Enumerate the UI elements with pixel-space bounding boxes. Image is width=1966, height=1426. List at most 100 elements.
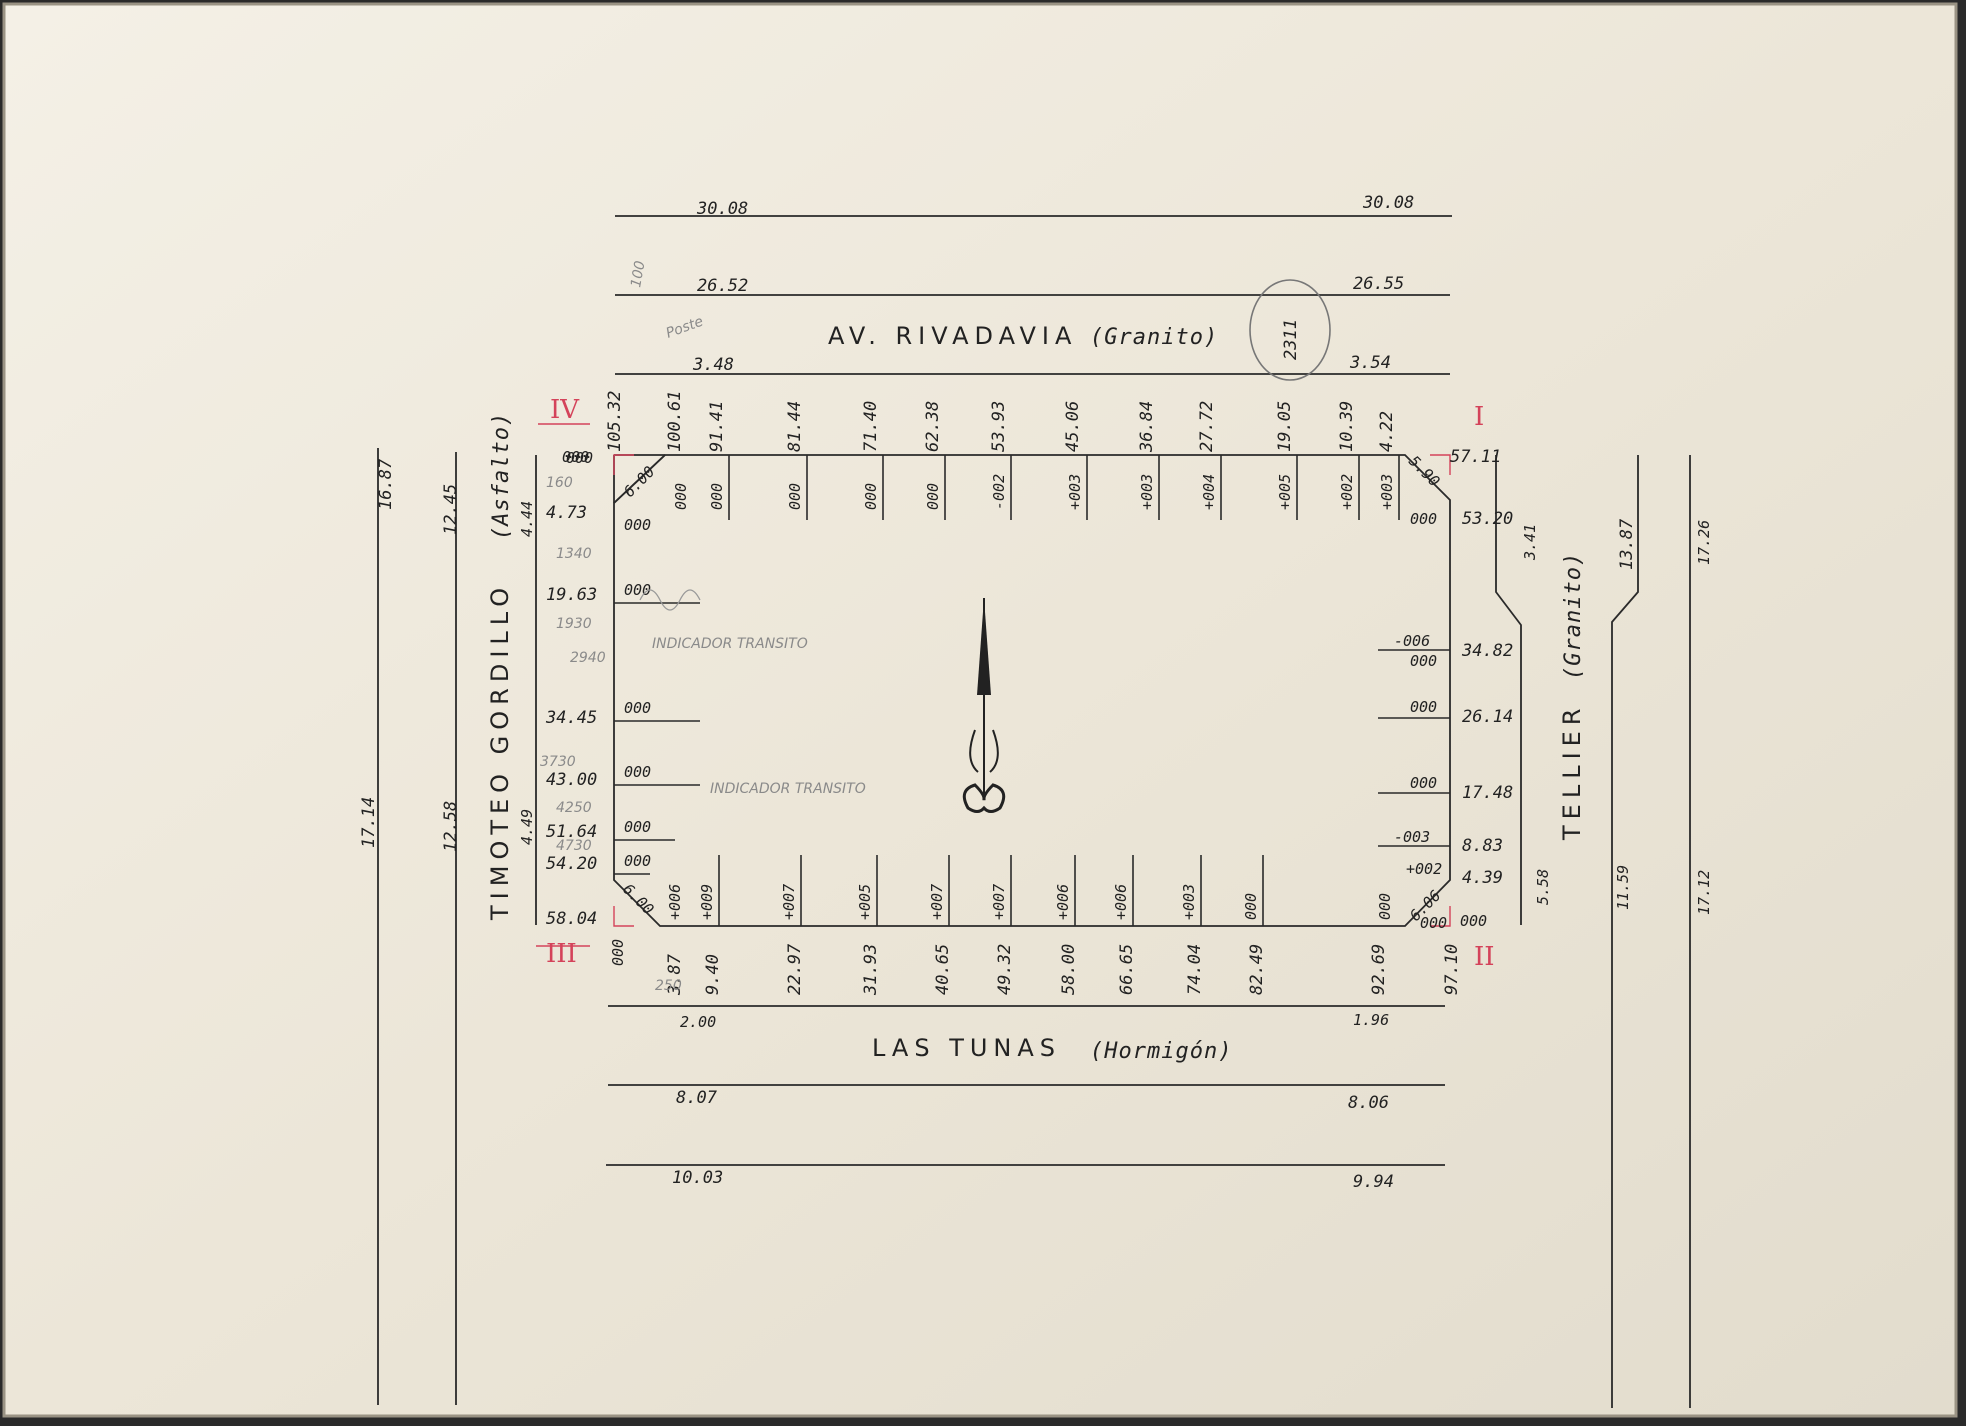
east-code: -006 (1394, 632, 1430, 650)
north-code: 000 (786, 483, 804, 510)
pencil-note-3: 160 (546, 475, 573, 491)
south-code: 000 (1376, 893, 1394, 920)
south-progressive: 92.69 (1369, 944, 1389, 995)
west-progressive: 4.73 (546, 503, 587, 523)
south-corner-right: 000 (1460, 912, 1487, 930)
pencil-note-7: 3730 (540, 754, 576, 770)
north-progressive: 27.72 (1197, 401, 1217, 452)
corner-label-iv: IV (550, 395, 580, 425)
pencil-note-9: 4730 (556, 838, 592, 854)
pencil-note-11: 100 (628, 260, 648, 289)
north-progressive: 105.32 (605, 391, 625, 452)
street-paving-south: (Hormigón) (1090, 1039, 1232, 1064)
west-progressive: 58.04 (546, 909, 597, 929)
east-line-a-label: 3.41 (1521, 524, 1539, 561)
east-line-d-label: 11.59 (1614, 865, 1632, 910)
north-progressive: 81.44 (785, 401, 805, 452)
pencil-note-5: 1930 (556, 616, 592, 632)
east-line-e-bottom: 17.12 (1695, 870, 1713, 915)
west-line-c-bottom: 4.49 (518, 809, 536, 845)
west-code: 000 (624, 763, 651, 781)
nw-red-mark (613, 454, 634, 475)
south-side-ticks (718, 855, 1264, 926)
north-code: +002 (1338, 474, 1356, 510)
east-progressive: 4.39 (1462, 868, 1503, 888)
street-name-south: LAS TUNAS (872, 1034, 1061, 1062)
east-line-c-label: 13.87 (1617, 518, 1637, 570)
circled-figure-outline (1249, 279, 1331, 381)
east-line-e-top: 17.26 (1695, 520, 1713, 565)
north-line-1-right: 30.08 (1362, 193, 1414, 213)
south-code: 000 (1242, 893, 1260, 920)
north-progressive: 100.61 (665, 391, 685, 452)
paper-background (4, 4, 1956, 1416)
south-progressive: 82.49 (1247, 944, 1267, 995)
west-code: 000 (624, 699, 651, 717)
se-red-mark (1430, 906, 1451, 927)
west-line-b-bottom: 12.58 (441, 801, 461, 852)
south-line-2-right: 8.06 (1348, 1093, 1389, 1113)
north-code: +004 (1200, 474, 1218, 510)
west-progressive: 19.63 (546, 585, 597, 605)
south-line-1-right: 1.96 (1353, 1011, 1389, 1029)
south-code: +007 (780, 884, 798, 920)
south-line-3-left: 10.03 (672, 1168, 723, 1188)
west-top-code: 000 (566, 449, 593, 467)
south-code: +009 (698, 884, 716, 920)
south-progressive: 3.87 (665, 953, 685, 996)
corner-label-i: I (1474, 402, 1484, 432)
street-paving-north: (Granito) (1090, 325, 1218, 350)
south-code: +007 (990, 884, 1008, 920)
north-arrow-icon (962, 598, 1006, 813)
circled-figure: 2311 (1281, 319, 1301, 360)
east-progressive: 17.48 (1462, 783, 1513, 803)
south-progressive: 97.10 (1442, 944, 1462, 995)
street-name-west: TIMOTEO GORDILLO (486, 582, 514, 921)
south-code: +006 (1054, 884, 1072, 920)
south-line-2-left: 8.07 (676, 1088, 718, 1108)
east-code: +002 (1406, 860, 1442, 878)
south-code: +007 (928, 884, 946, 920)
north-line-2-right: 26.55 (1353, 274, 1404, 294)
east-line-a (1495, 455, 1522, 925)
north-code: 000 (924, 483, 942, 510)
north-progressive: 45.06 (1063, 401, 1083, 452)
west-progressive: 43.00 (546, 770, 597, 790)
north-line-3-right: 3.54 (1349, 353, 1391, 373)
east-progressive: 8.83 (1462, 836, 1503, 856)
south-code: +005 (856, 884, 874, 920)
east-line-b-label: 5.58 (1534, 869, 1552, 905)
south-code: +003 (1180, 884, 1198, 920)
west-progressive: 51.64 (546, 822, 597, 842)
west-code: 000 (624, 516, 651, 534)
west-side-labels: 4.7319.6334.4543.0051.6454.2058.04000000… (545, 503, 700, 929)
north-line-1-left: 30.08 (696, 199, 748, 219)
street-name-north: AV. RIVADAVIA (828, 322, 1077, 350)
south-progressive: 74.04 (1185, 944, 1205, 995)
ne-red-mark (1430, 454, 1451, 475)
east-code: -003 (1394, 828, 1430, 846)
north-progressive: 53.93 (989, 401, 1009, 452)
east-progressive: 53.20 (1462, 509, 1513, 529)
north-end-value: 57.11 (1450, 447, 1501, 467)
west-line-a-bottom: 17.14 (359, 797, 379, 848)
east-progressive: 34.82 (1461, 641, 1513, 661)
west-line-b-top: 12.45 (441, 484, 461, 535)
north-corner-code: 000 (562, 448, 589, 466)
nw-chamfer-line (613, 454, 666, 504)
street-paving-east: (Granito) (1561, 552, 1586, 680)
south-code: +006 (666, 884, 684, 920)
east-code: 000 (1410, 652, 1437, 670)
north-progressive: 62.38 (923, 401, 943, 452)
west-code: 000 (624, 818, 651, 836)
south-progressive: 58.00 (1059, 944, 1079, 995)
north-line-2-left: 26.52 (697, 276, 748, 296)
north-code: +003 (1138, 474, 1156, 510)
pencil-note-4: 1340 (556, 546, 592, 562)
east-code: 000 (1410, 774, 1437, 792)
north-progressive: 36.84 (1137, 401, 1157, 453)
pencil-note-2: INDICADOR TRANSITO (710, 781, 866, 797)
